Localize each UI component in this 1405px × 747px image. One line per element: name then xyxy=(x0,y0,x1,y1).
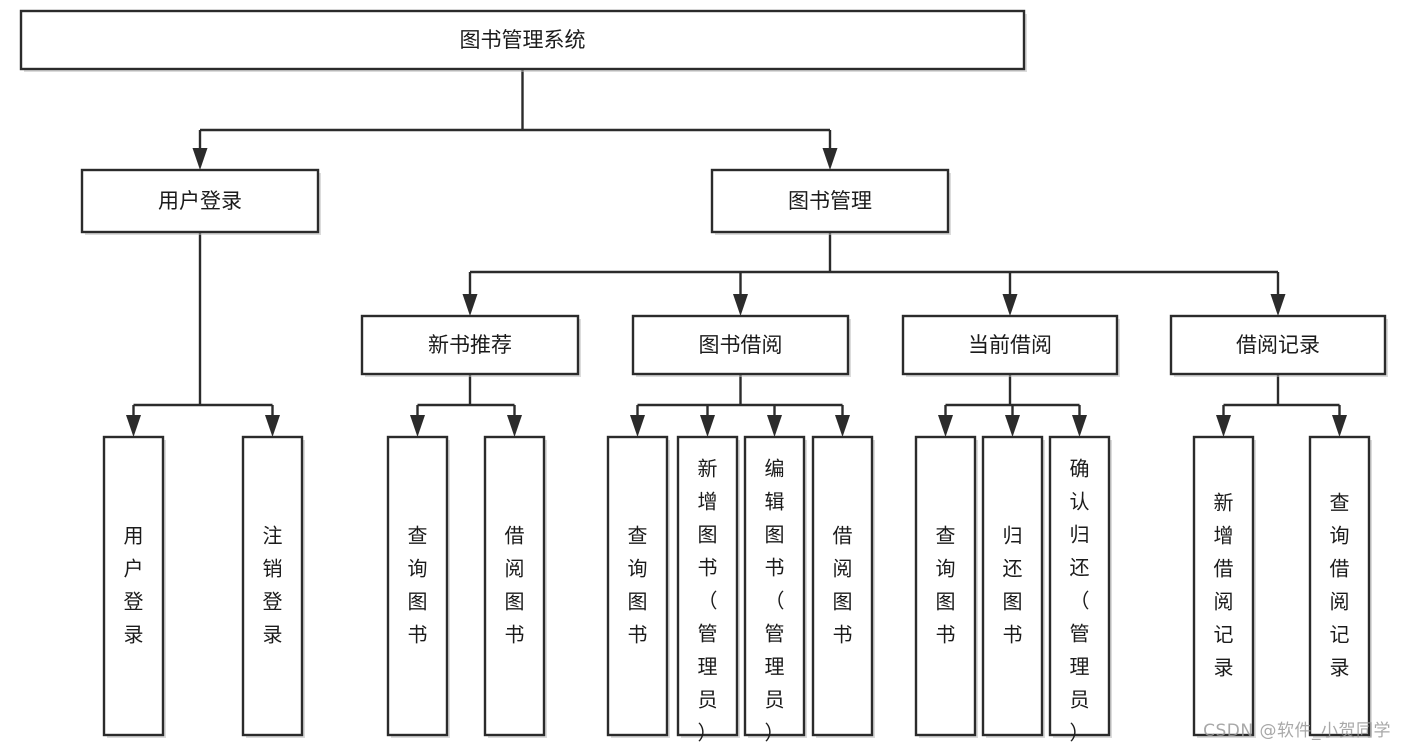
bracket-glyph: ） xyxy=(698,720,718,744)
node-leaf-records-query[interactable]: 查询借阅记录 xyxy=(1308,435,1372,738)
node-box[interactable] xyxy=(483,435,546,737)
arrow-head-icon xyxy=(938,415,953,437)
arrow-head-icon xyxy=(410,415,425,437)
node-label: 用户登录 xyxy=(158,189,242,213)
arrow-head-icon xyxy=(700,415,715,437)
node-leaf-borrow-lend[interactable]: 借阅图书 xyxy=(811,435,875,738)
arrow-head-icon xyxy=(1005,415,1020,437)
arrow-head-icon xyxy=(1270,294,1286,316)
arrow-head-icon xyxy=(1332,415,1347,437)
node-label: 当前借阅 xyxy=(968,333,1052,357)
arrow-head-icon xyxy=(192,148,208,170)
bracket-glyph: （ xyxy=(698,588,718,612)
arrow-head-icon xyxy=(835,415,850,437)
connector-group-current-to-leaves xyxy=(938,374,1087,437)
node-box[interactable] xyxy=(241,435,304,737)
connector-group-newbook-to-leaves xyxy=(410,374,522,437)
bracket-glyph: ） xyxy=(765,720,785,744)
connector-group-login-to-leaves xyxy=(126,232,280,437)
node-label: 编辑图书（管理员） xyxy=(765,456,785,744)
arrow-head-icon xyxy=(733,294,748,316)
node-leaf-borrow-query[interactable]: 查询图书 xyxy=(606,435,670,738)
node-leaf-newbook-query[interactable]: 查询图书 xyxy=(386,435,450,738)
node-box[interactable] xyxy=(360,314,580,376)
node-label: 图书管理 xyxy=(788,189,872,213)
node-label: 借阅记录 xyxy=(1236,333,1320,357)
node-layer: 图书管理系统用户登录图书管理新书推荐图书借阅当前借阅借阅记录用户登录注销登录查询… xyxy=(19,9,1388,744)
node-leaf-user-logout[interactable]: 注销登录 xyxy=(241,435,305,738)
node-box[interactable] xyxy=(1192,435,1255,737)
node-label: 确认归还（管理员） xyxy=(1070,456,1090,744)
node-label: 查询图书 xyxy=(936,523,956,646)
node-box[interactable] xyxy=(606,435,669,737)
arrow-head-icon xyxy=(265,415,280,437)
node-box[interactable] xyxy=(743,435,806,737)
node-box[interactable] xyxy=(631,314,850,376)
node-box[interactable] xyxy=(102,435,165,737)
node-label: 查询图书 xyxy=(408,523,428,646)
connector-layer xyxy=(126,69,1347,437)
node-box[interactable] xyxy=(901,314,1119,376)
connector-group-root-to-level2 xyxy=(192,69,838,170)
node-label: 图书管理系统 xyxy=(460,28,586,52)
arrow-head-icon xyxy=(1072,415,1087,437)
node-box[interactable] xyxy=(676,435,739,737)
bracket-glyph: （ xyxy=(1070,588,1090,612)
node-leaf-records-add[interactable]: 新增借阅记录 xyxy=(1192,435,1256,738)
node-label: 借阅图书 xyxy=(505,523,525,646)
node-leaf-borrow-edit[interactable]: 编辑图书（管理员） xyxy=(743,435,807,744)
node-current[interactable]: 当前借阅 xyxy=(901,314,1120,377)
node-label: 借阅图书 xyxy=(833,523,853,646)
connector-group-bookmgmt-to-level3 xyxy=(462,232,1286,316)
node-label: 图书借阅 xyxy=(699,333,783,357)
bracket-glyph: （ xyxy=(765,588,785,612)
node-box[interactable] xyxy=(710,168,950,234)
node-box[interactable] xyxy=(914,435,977,737)
node-label: 新增图书（管理员） xyxy=(698,456,718,744)
node-leaf-borrow-add[interactable]: 新增图书（管理员） xyxy=(676,435,740,744)
node-borrow[interactable]: 图书借阅 xyxy=(631,314,851,377)
arrow-head-icon xyxy=(630,415,645,437)
node-leaf-current-confirm[interactable]: 确认归还（管理员） xyxy=(1048,435,1112,744)
arrow-head-icon xyxy=(462,294,478,316)
arrow-head-icon xyxy=(822,148,838,170)
node-box[interactable] xyxy=(1169,314,1387,376)
node-newbook[interactable]: 新书推荐 xyxy=(360,314,581,377)
node-label: 查询借阅记录 xyxy=(1330,490,1350,679)
node-bookmgmt[interactable]: 图书管理 xyxy=(710,168,951,235)
node-label: 新增借阅记录 xyxy=(1214,490,1234,679)
node-box[interactable] xyxy=(19,9,1026,71)
arrow-head-icon xyxy=(1216,415,1231,437)
node-label: 查询图书 xyxy=(628,523,648,646)
node-leaf-current-return[interactable]: 归还图书 xyxy=(981,435,1045,738)
node-box[interactable] xyxy=(1048,435,1111,737)
node-root[interactable]: 图书管理系统 xyxy=(19,9,1027,72)
node-box[interactable] xyxy=(1308,435,1371,737)
arrow-head-icon xyxy=(507,415,522,437)
node-label: 用户登录 xyxy=(124,523,144,646)
node-label: 注销登录 xyxy=(263,523,283,646)
node-label: 归还图书 xyxy=(1003,523,1023,646)
node-leaf-current-query[interactable]: 查询图书 xyxy=(914,435,978,738)
connector-group-records-to-leaves xyxy=(1216,374,1347,437)
node-box[interactable] xyxy=(80,168,320,234)
node-box[interactable] xyxy=(811,435,874,737)
node-box[interactable] xyxy=(386,435,449,737)
node-records[interactable]: 借阅记录 xyxy=(1169,314,1388,377)
arrow-head-icon xyxy=(126,415,141,437)
arrow-head-icon xyxy=(767,415,782,437)
node-login[interactable]: 用户登录 xyxy=(80,168,321,235)
node-leaf-user-login[interactable]: 用户登录 xyxy=(102,435,166,738)
node-leaf-newbook-borrow[interactable]: 借阅图书 xyxy=(483,435,547,738)
node-box[interactable] xyxy=(981,435,1044,737)
connector-group-borrow-to-leaves xyxy=(630,374,850,437)
arrow-head-icon xyxy=(1002,294,1018,316)
node-label: 新书推荐 xyxy=(428,333,512,357)
bracket-glyph: ） xyxy=(1070,720,1090,744)
